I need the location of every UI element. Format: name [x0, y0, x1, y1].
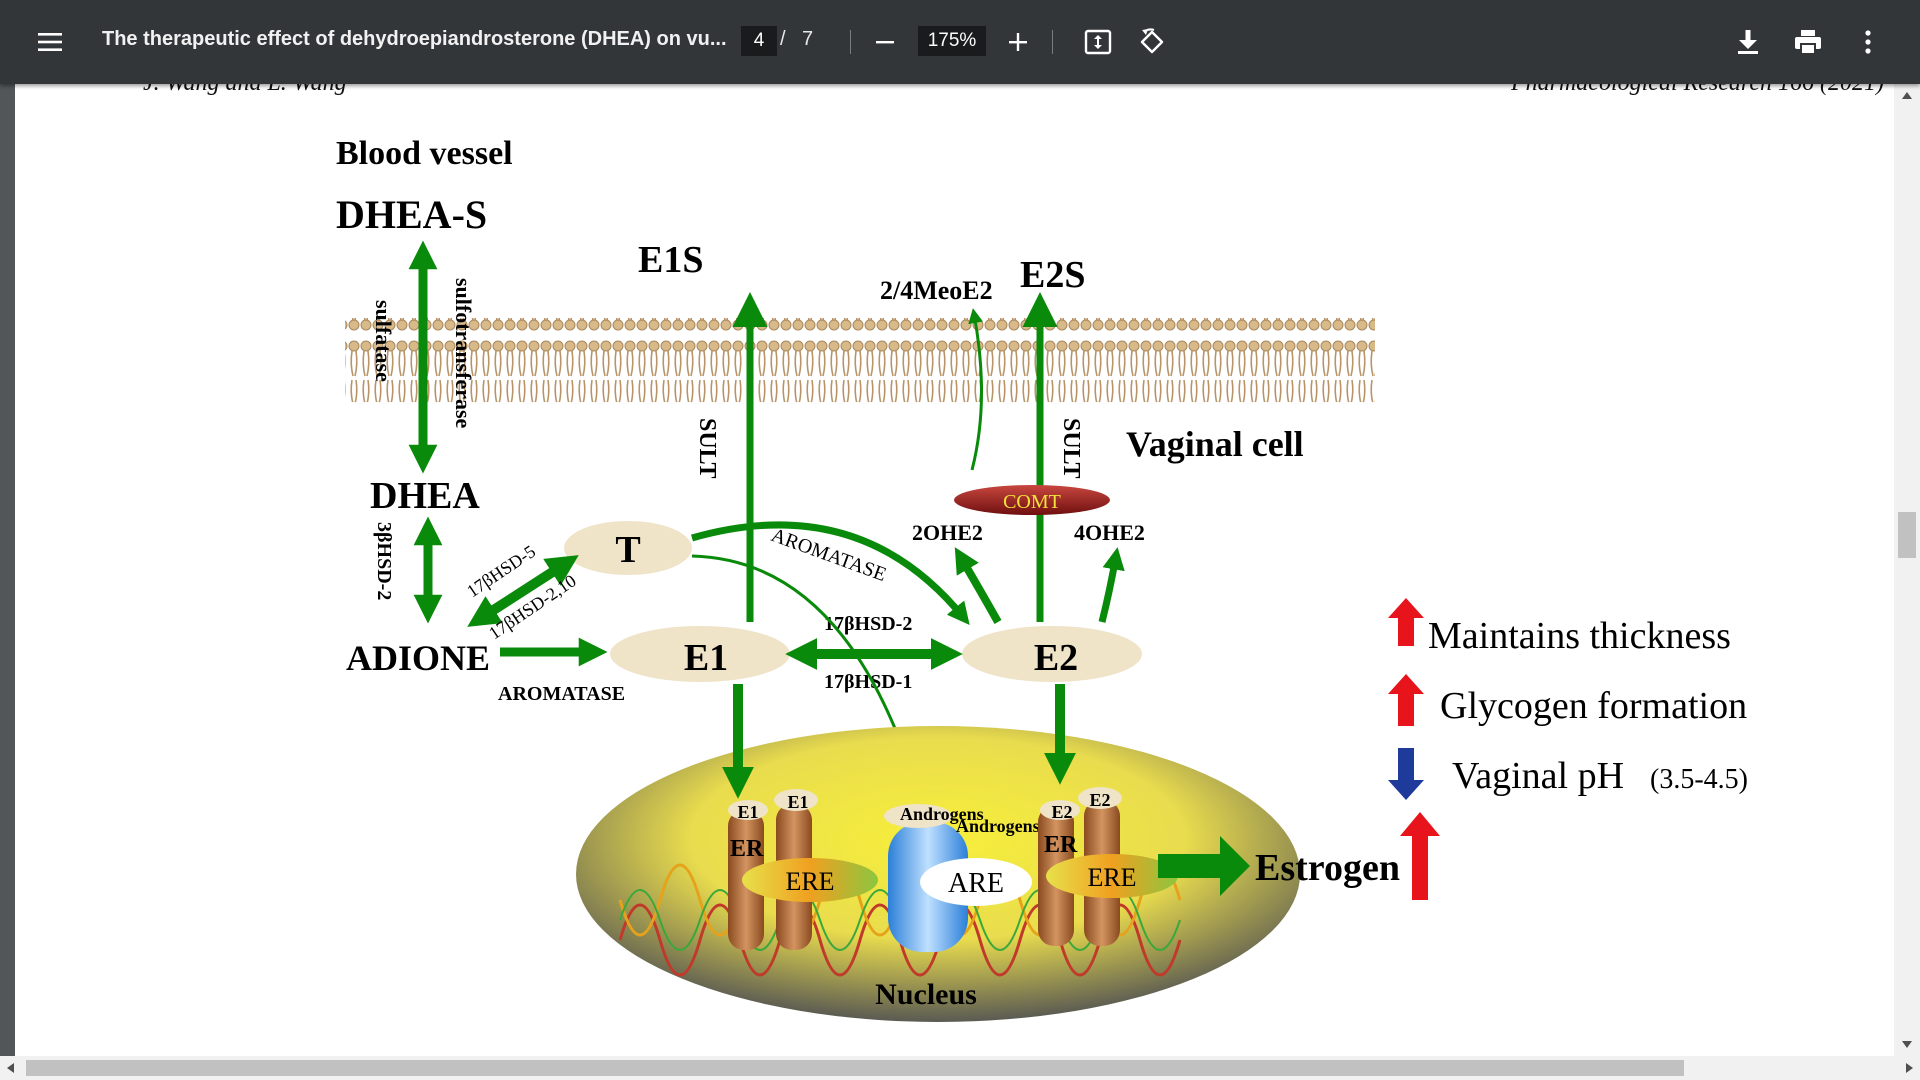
e2s-label: E2S	[1020, 254, 1085, 296]
ph-down-arrow	[1388, 748, 1424, 800]
t-label: T	[615, 529, 640, 571]
dhea-s-label: DHEA-S	[336, 192, 487, 237]
running-header-left: J. Wang and L. Wang	[143, 84, 347, 97]
e1-label: E1	[684, 637, 728, 679]
e2-node	[962, 626, 1142, 682]
dhea-label: DHEA	[370, 475, 480, 517]
thickness-up-arrow	[1388, 598, 1424, 646]
androgens-label-b: Androgens	[956, 816, 1040, 836]
ere-right	[1046, 854, 1178, 898]
e2-ligand-a-label: E2	[1051, 802, 1072, 822]
e2-ligand-a	[1040, 800, 1080, 820]
comt-label: COMT	[1003, 491, 1061, 513]
sulfatase-label: sulfatase	[371, 300, 396, 382]
3bhsd-label: 3βHSD-2	[373, 522, 395, 600]
scroll-right-icon[interactable]	[1906, 1063, 1913, 1073]
horizontal-scroll-thumb[interactable]	[26, 1060, 1684, 1076]
zoom-out-icon[interactable]	[863, 20, 907, 64]
pdf-viewer[interactable]: J. Wang and L. Wang Pharmacological Rese…	[0, 84, 1920, 1080]
blood-vessel-label: Blood vessel	[336, 135, 513, 172]
page-total: 7	[802, 28, 814, 50]
ere-right-label: ERE	[1087, 863, 1136, 892]
legend-vaginal-ph: Vaginal pH	[1452, 755, 1624, 797]
vaginal-cell-label: Vaginal cell	[1126, 424, 1304, 464]
adione-label: ADIONE	[346, 638, 490, 678]
horizontal-scrollbar[interactable]	[0, 1056, 1920, 1080]
pdf-page: J. Wang and L. Wang Pharmacological Rese…	[15, 84, 1894, 1058]
page-number-input[interactable]: 4	[741, 26, 777, 56]
legend-maintains-thickness: Maintains thickness	[1428, 615, 1731, 657]
meoe2-label: 2/4MeoE2	[880, 276, 993, 305]
t-node	[564, 521, 692, 575]
pdf-toolbar: The therapeutic effect of dehydroepiandr…	[0, 0, 1920, 84]
er-right-label: ER	[1044, 832, 1078, 858]
hsd17-2-label: 17βHSD-2	[824, 613, 912, 635]
e1s-label: E1S	[638, 239, 703, 281]
estrogen-label: Estrogen	[1255, 847, 1400, 889]
vertical-scroll-thumb[interactable]	[1898, 512, 1916, 558]
page-separator: /	[780, 28, 786, 50]
2ohe2-label: 2OHE2	[912, 520, 983, 545]
rotate-icon[interactable]	[1130, 20, 1174, 64]
e2-ligand-b-label: E2	[1089, 790, 1110, 810]
comt-node	[954, 485, 1110, 515]
androgens-ligand-a	[884, 804, 952, 828]
e1-ligand-a	[728, 800, 768, 820]
arrow-estrogen	[1158, 836, 1250, 896]
scroll-left-icon[interactable]	[7, 1063, 14, 1073]
scroll-down-icon[interactable]	[1902, 1041, 1912, 1048]
dhea-pathway-diagram: Blood vessel DHEA-S E1S E2S 2/4MeoE2 sul…	[336, 135, 1748, 1022]
4ohe2-label: 4OHE2	[1074, 520, 1145, 545]
ere-left	[742, 858, 878, 902]
menu-icon[interactable]	[28, 20, 72, 64]
arrow-t-e2	[691, 521, 970, 625]
are-node	[920, 858, 1032, 906]
legend-glycogen-formation: Glycogen formation	[1440, 685, 1747, 727]
toolbar-divider	[1052, 30, 1053, 54]
androgens-label-a: Androgens	[900, 804, 984, 824]
scroll-up-icon[interactable]	[1902, 92, 1912, 99]
fit-page-icon[interactable]	[1076, 20, 1120, 64]
hsd17-1-label: 17βHSD-1	[824, 671, 912, 693]
ere-left-label: ERE	[785, 867, 834, 896]
nucleus-label: Nucleus	[875, 978, 977, 1011]
arrow-adione-t	[467, 555, 579, 627]
vertical-scrollbar[interactable]	[1894, 84, 1920, 1056]
more-vert-icon[interactable]	[1846, 20, 1890, 64]
running-header-right: Pharmacological Research 166 (2021)	[1511, 84, 1884, 97]
e1-ligand-a-label: E1	[737, 802, 758, 822]
download-icon[interactable]	[1726, 20, 1770, 64]
e1-node	[610, 626, 790, 682]
e1-ligand-b	[774, 789, 818, 811]
estrogen-up-arrow-body	[1400, 812, 1440, 900]
e2-ligand-b	[1078, 787, 1122, 809]
cell-membrane	[345, 318, 1375, 402]
aromatase-bottom-label: AROMATASE	[498, 683, 625, 705]
sult-label-e2: SULT	[1058, 418, 1084, 479]
legend-ph-range: (3.5-4.5)	[1650, 764, 1748, 795]
zoom-level-input[interactable]: 175%	[918, 26, 986, 56]
e1-ligand-b-label: E1	[787, 792, 808, 812]
e2-label: E2	[1034, 637, 1078, 679]
glycogen-up-arrow	[1388, 674, 1424, 726]
sult-label-e1: SULT	[694, 418, 720, 479]
er-left-label: ER	[730, 836, 764, 862]
arrow-comt-meoe2	[968, 308, 984, 471]
print-icon[interactable]	[1786, 20, 1830, 64]
arrow-e2-4ohe2	[1098, 547, 1125, 623]
are-label: ARE	[948, 868, 1004, 899]
document-title: The therapeutic effect of dehydroepiandr…	[102, 28, 727, 50]
zoom-in-icon[interactable]	[996, 20, 1040, 64]
sulfotransferase-label: sulfotransferase	[451, 278, 476, 429]
toolbar-divider	[850, 30, 851, 54]
arrow-e2-2ohe2	[954, 547, 1002, 624]
